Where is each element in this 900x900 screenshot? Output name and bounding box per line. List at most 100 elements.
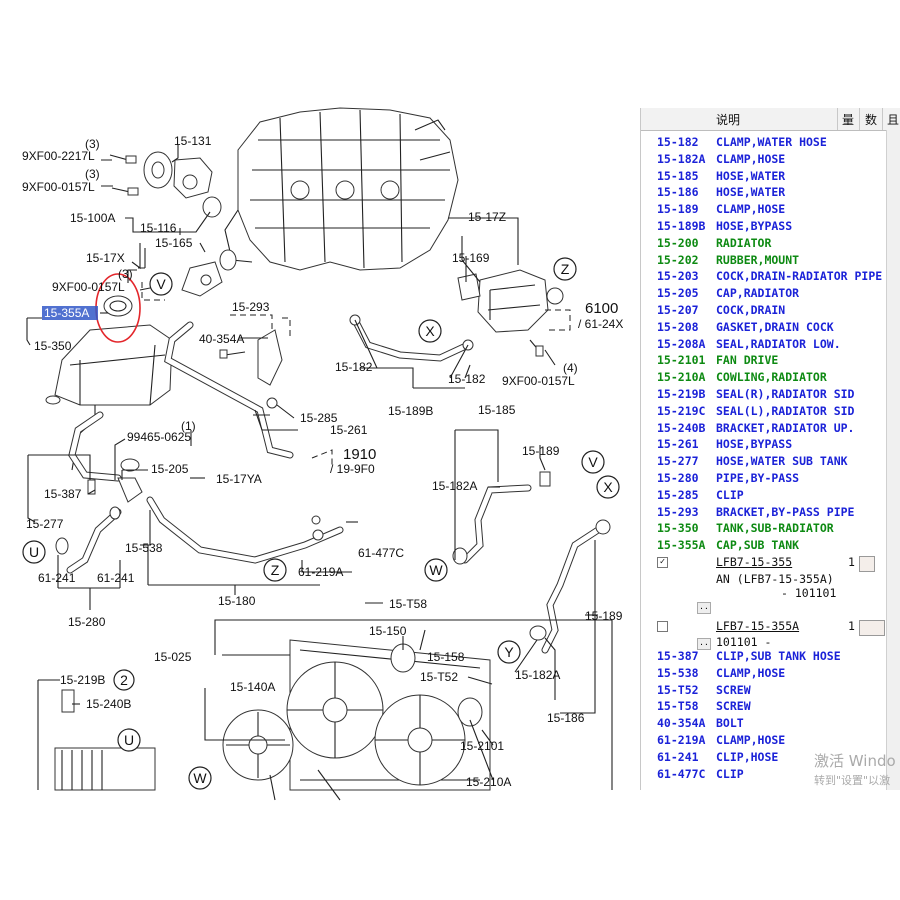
- part-code[interactable]: 15-189B: [657, 219, 706, 233]
- parts-list-row[interactable]: 15-189B HOSE,BYPASS: [641, 219, 900, 236]
- part-description[interactable]: CLIP,SUB TANK HOSE: [716, 649, 841, 663]
- part-code[interactable]: 15-219C: [657, 403, 706, 418]
- parts-list-row[interactable]: 15-240B BRACKET,RADIATOR UP.: [641, 421, 900, 438]
- part-description[interactable]: RADIATOR: [716, 235, 772, 250]
- parts-list-row[interactable]: 15-T58 SCREW: [641, 699, 900, 716]
- part-description[interactable]: CLIP,HOSE: [716, 749, 779, 764]
- parts-list-row[interactable]: 15-210A COWLING,RADIATOR: [641, 370, 900, 387]
- part-code[interactable]: 15-261: [657, 437, 699, 452]
- part-description[interactable]: COWLING,RADIATOR: [716, 370, 827, 385]
- parts-list-row[interactable]: 15-T52 SCREW: [641, 683, 900, 700]
- part-code[interactable]: 15-182A: [657, 151, 706, 166]
- parts-list-row[interactable]: 15-350 TANK,SUB-RADIATOR: [641, 521, 900, 538]
- parts-list-row[interactable]: 15-277 HOSE,WATER SUB TANK: [641, 454, 900, 471]
- detail-row-1[interactable]: ✓ LFB7-15-355 1: [641, 555, 900, 572]
- detail-1-qty-input[interactable]: [859, 556, 875, 572]
- parts-list-row[interactable]: 15-189 CLAMP,HOSE: [641, 202, 900, 219]
- part-description[interactable]: COCK,DRAIN-RADIATOR PIPE: [716, 269, 883, 284]
- part-code[interactable]: 15-182: [657, 135, 699, 149]
- part-description[interactable]: CLIP: [716, 766, 744, 781]
- parts-list-row[interactable]: 40-354A BOLT: [641, 716, 900, 733]
- part-code[interactable]: 61-477C: [657, 766, 706, 781]
- panel-scrollbar[interactable]: [886, 130, 900, 790]
- parts-list-row[interactable]: 15-182A CLAMP,HOSE: [641, 152, 900, 169]
- part-code[interactable]: 15-189: [657, 202, 699, 217]
- detail-1-partno[interactable]: LFB7-15-355: [716, 555, 793, 569]
- part-description[interactable]: BRACKET,BY-PASS PIPE: [716, 504, 855, 519]
- part-code[interactable]: 15-538: [657, 665, 699, 680]
- part-description[interactable]: SEAL(L),RADIATOR SID: [716, 403, 855, 418]
- part-code[interactable]: 15-186: [657, 185, 699, 200]
- part-description[interactable]: HOSE,WATER SUB TANK: [716, 454, 848, 469]
- part-description[interactable]: HOSE,BYPASS: [716, 437, 793, 452]
- part-code[interactable]: 15-285: [657, 487, 699, 502]
- part-code[interactable]: 15-205: [657, 286, 699, 301]
- part-code[interactable]: 15-210A: [657, 370, 706, 385]
- part-code[interactable]: 15-293: [657, 504, 699, 519]
- part-description[interactable]: CLIP: [716, 487, 744, 502]
- part-description[interactable]: BRACKET,RADIATOR UP.: [716, 420, 855, 435]
- part-code[interactable]: 15-202: [657, 252, 699, 267]
- parts-list-row[interactable]: 15-538 CLAMP,HOSE: [641, 666, 900, 683]
- part-description[interactable]: SCREW: [716, 682, 751, 697]
- part-code[interactable]: 15-240B: [657, 420, 706, 435]
- column-header-extra[interactable]: 且: [887, 113, 900, 127]
- part-description[interactable]: CLAMP,WATER HOSE: [716, 135, 827, 149]
- part-description[interactable]: BOLT: [716, 716, 744, 731]
- parts-list-row[interactable]: 15-355A CAP,SUB TANK: [641, 538, 900, 555]
- part-code[interactable]: 15-350: [657, 521, 699, 536]
- part-code[interactable]: 15-207: [657, 303, 699, 317]
- parts-list-row[interactable]: 15-182 CLAMP,WATER HOSE: [641, 135, 900, 152]
- part-code[interactable]: 15-219B: [657, 387, 706, 401]
- parts-list-row[interactable]: 61-477C CLIP: [641, 767, 900, 784]
- part-description[interactable]: GASKET,DRAIN COCK: [716, 319, 834, 334]
- part-description[interactable]: CAP,SUB TANK: [716, 538, 800, 553]
- part-code[interactable]: 15-387: [657, 649, 699, 663]
- part-code[interactable]: 15-185: [657, 168, 699, 183]
- part-code[interactable]: 40-354A: [657, 716, 706, 731]
- part-description[interactable]: SEAL(R),RADIATOR SID: [716, 387, 855, 401]
- part-code[interactable]: 15-203: [657, 269, 699, 284]
- part-code[interactable]: 15-T58: [657, 699, 699, 714]
- parts-list-row[interactable]: 15-203 COCK,DRAIN-RADIATOR PIPE: [641, 269, 900, 286]
- detail-row-2[interactable]: LFB7-15-355A 1: [641, 619, 900, 636]
- part-description[interactable]: CLAMP,HOSE: [716, 665, 786, 680]
- part-code[interactable]: 15-355A: [657, 538, 706, 553]
- part-description[interactable]: SCREW: [716, 699, 751, 714]
- parts-list-row[interactable]: 15-219C SEAL(L),RADIATOR SID: [641, 404, 900, 421]
- part-description[interactable]: HOSE,WATER: [716, 185, 786, 200]
- part-description[interactable]: PIPE,BY-PASS: [716, 471, 800, 485]
- part-code[interactable]: 15-2101: [657, 353, 706, 368]
- part-description[interactable]: SEAL,RADIATOR LOW.: [716, 336, 841, 351]
- column-header-description[interactable]: 说明: [716, 113, 741, 127]
- detail-1-checkbox[interactable]: ✓: [657, 557, 668, 568]
- parts-list-row[interactable]: 15-205 CAP,RADIATOR: [641, 286, 900, 303]
- detail-2-expand-button[interactable]: ..: [697, 638, 711, 650]
- part-description[interactable]: COCK,DRAIN: [716, 303, 786, 317]
- parts-list-row[interactable]: 15-261 HOSE,BYPASS: [641, 437, 900, 454]
- parts-list-row[interactable]: 61-241 CLIP,HOSE: [641, 750, 900, 767]
- part-description[interactable]: HOSE,BYPASS: [716, 219, 793, 233]
- part-code[interactable]: 15-200: [657, 235, 699, 250]
- part-description[interactable]: CLAMP,HOSE: [716, 151, 786, 166]
- part-description[interactable]: CAP,RADIATOR: [716, 286, 800, 301]
- parts-list-row[interactable]: 15-200 RADIATOR: [641, 236, 900, 253]
- part-description[interactable]: TANK,SUB-RADIATOR: [716, 521, 834, 536]
- parts-list-row[interactable]: 15-293 BRACKET,BY-PASS PIPE: [641, 505, 900, 522]
- part-code[interactable]: 61-241: [657, 749, 699, 764]
- part-code[interactable]: 15-280: [657, 471, 699, 485]
- parts-list-row[interactable]: 15-285 CLIP: [641, 488, 900, 505]
- part-code[interactable]: 15-277: [657, 454, 699, 469]
- part-code[interactable]: 61-219A: [657, 733, 706, 747]
- parts-list-row[interactable]: 15-219B SEAL(R),RADIATOR SID: [641, 387, 900, 404]
- detail-2-qty-input[interactable]: [859, 620, 885, 636]
- part-code[interactable]: 15-208: [657, 319, 699, 334]
- part-code[interactable]: 15-T52: [657, 682, 699, 697]
- parts-list-row[interactable]: 15-208 GASKET,DRAIN COCK: [641, 320, 900, 337]
- detail-1-expand-button[interactable]: ..: [697, 602, 711, 614]
- part-description[interactable]: CLAMP,HOSE: [716, 202, 786, 217]
